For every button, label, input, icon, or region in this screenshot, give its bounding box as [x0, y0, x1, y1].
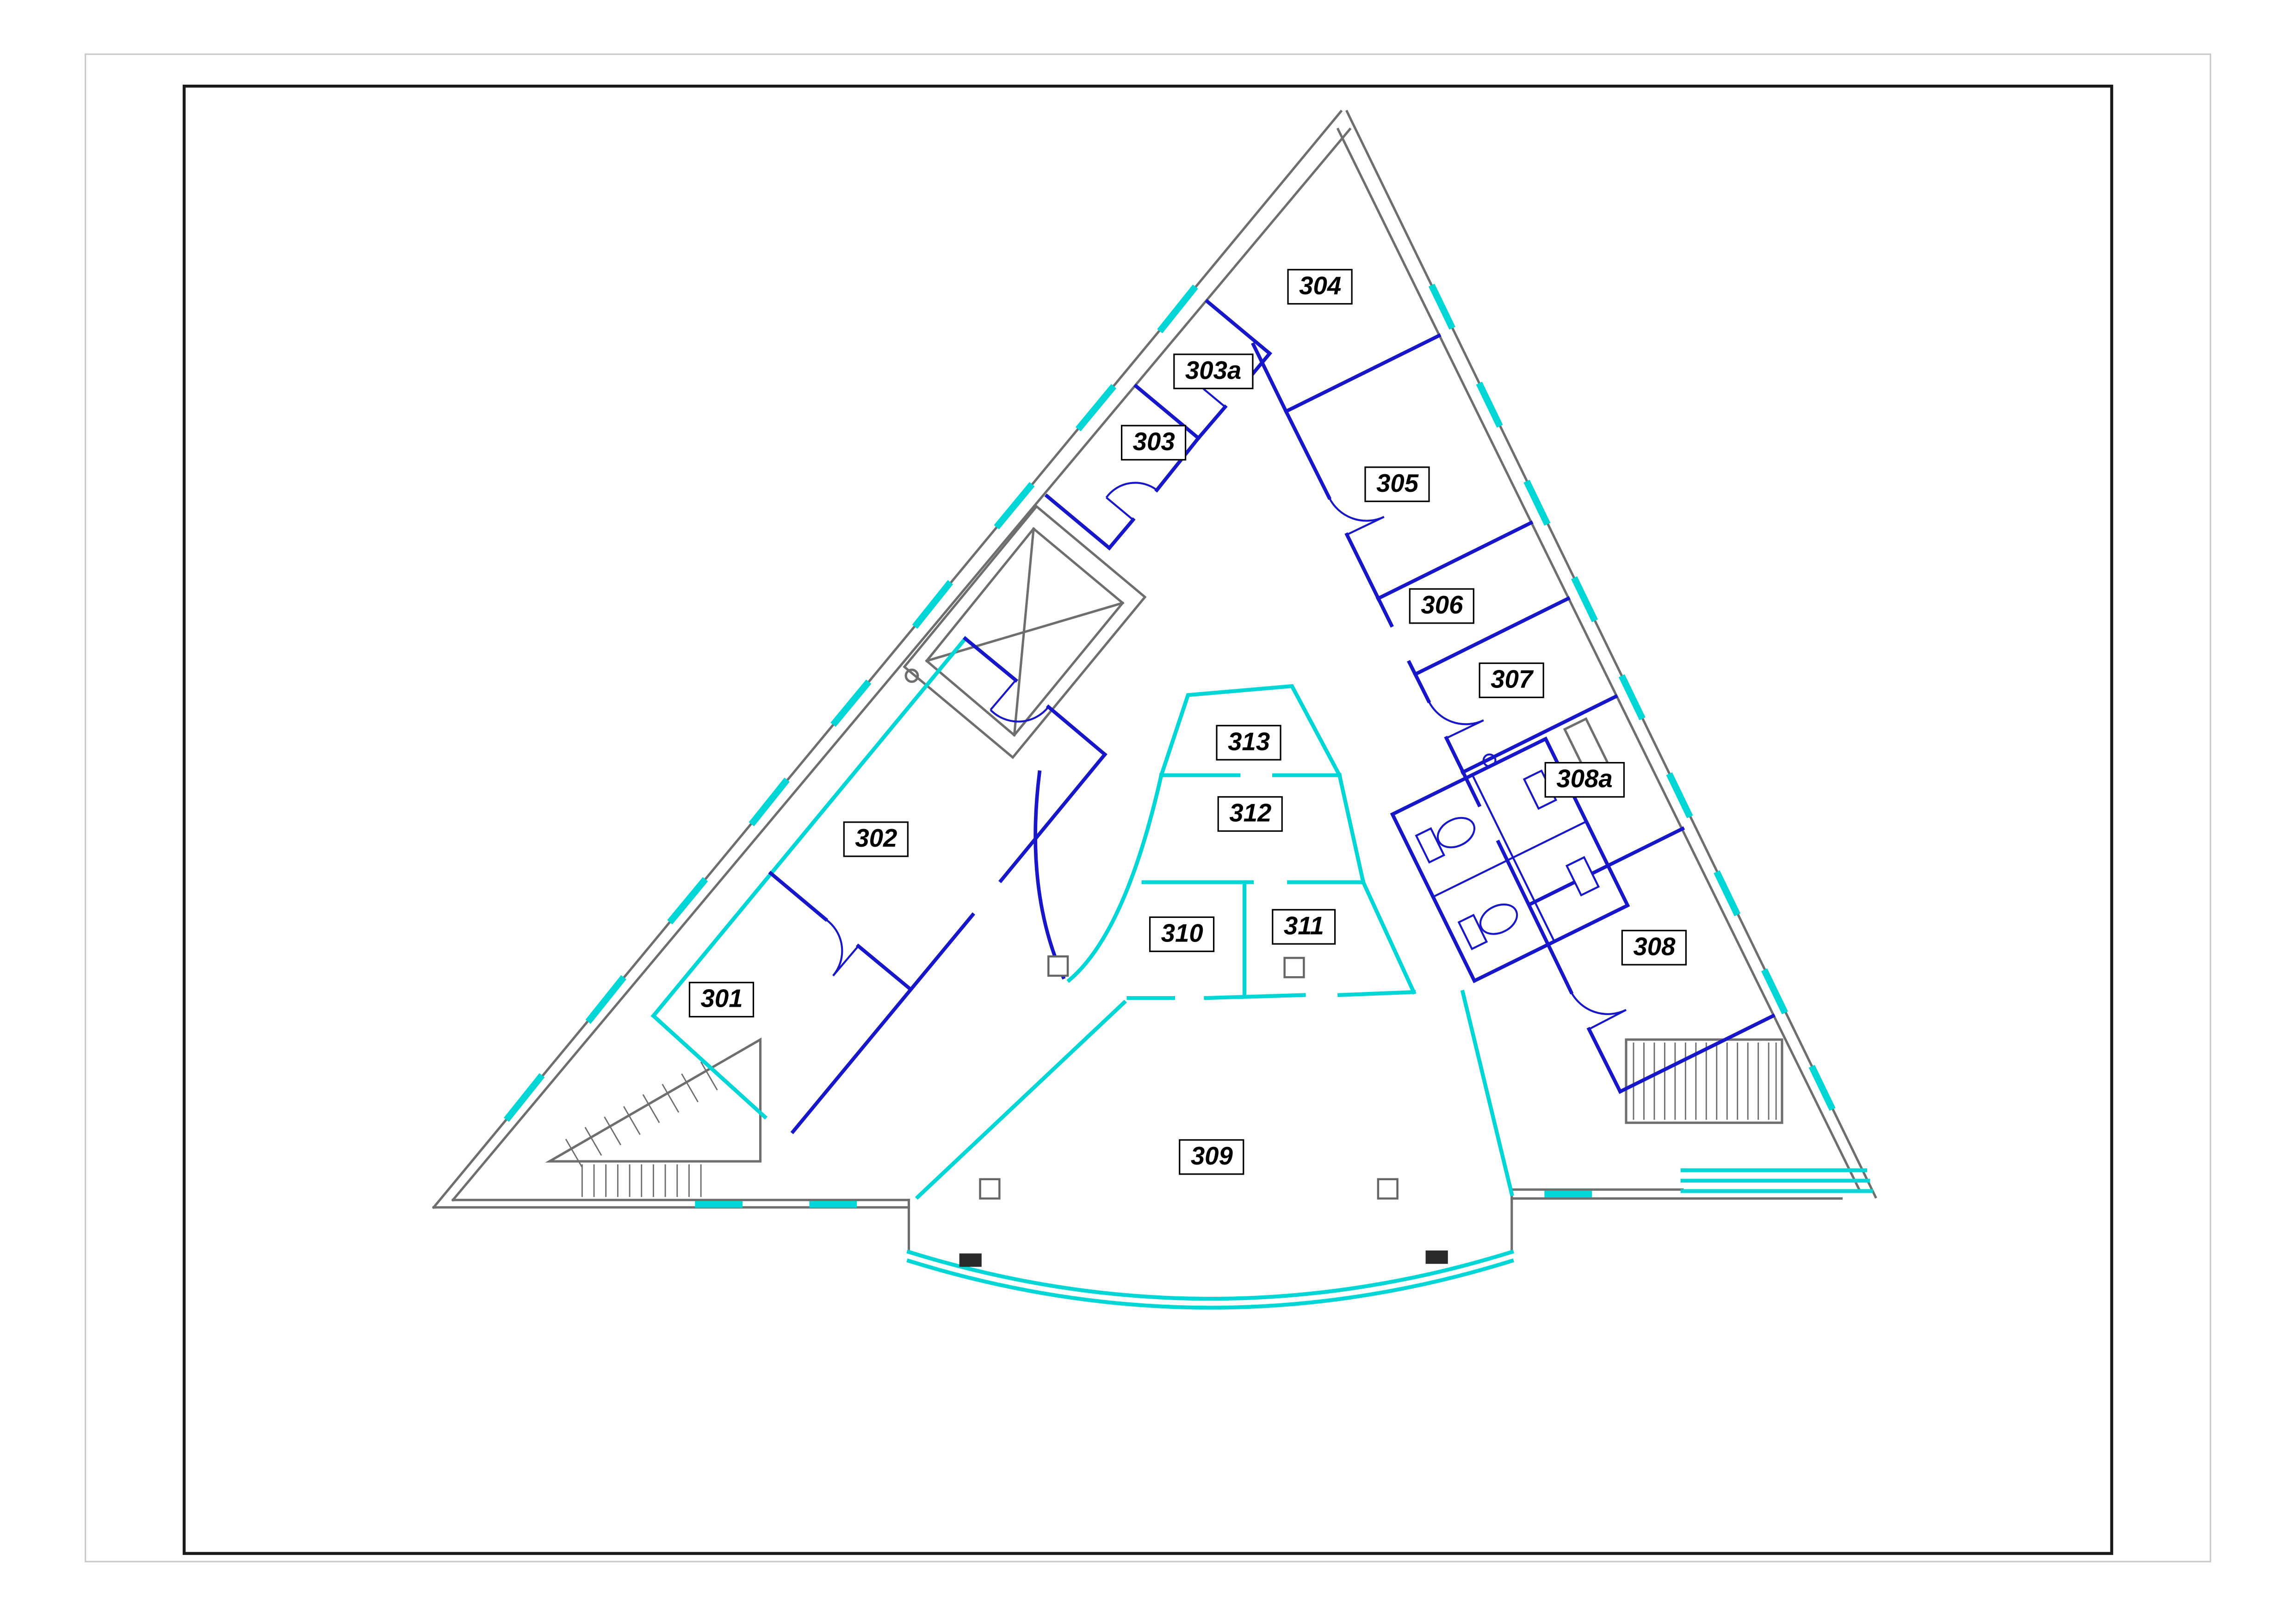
- room-label-310: 310: [1149, 916, 1215, 952]
- partition-walls-right-band: [1283, 333, 1776, 1094]
- room-label-302: 302: [843, 821, 910, 857]
- wc-fixtures-icon: [1390, 736, 1630, 984]
- outer-walls: [432, 110, 1877, 1253]
- room-label-303a: 303a: [1173, 353, 1253, 389]
- room-label-308a: 308a: [1544, 762, 1625, 798]
- room-label-304: 304: [1287, 269, 1353, 304]
- room-label-311: 311: [1272, 909, 1336, 945]
- room-label-309: 309: [1179, 1139, 1245, 1175]
- door-knob-symbol: [1482, 753, 1497, 768]
- elevator-shaft-icon: [903, 504, 1147, 759]
- sheet-inner-frame: [182, 84, 2113, 1555]
- entrance-arc: [906, 1168, 1873, 1310]
- room-label-307: 307: [1479, 662, 1545, 698]
- room-label-306: 306: [1409, 588, 1475, 624]
- staircase-right-icon: [1625, 1038, 1783, 1124]
- sheet-outer-border: [84, 53, 2211, 1562]
- room-label-303: 303: [1120, 425, 1187, 460]
- room-label-313: 313: [1216, 725, 1282, 761]
- left-wing-walls: [650, 636, 1108, 1134]
- room-label-305: 305: [1364, 466, 1430, 502]
- staircase-left-icon: [545, 1037, 762, 1197]
- partition-walls-top: [1044, 299, 1289, 551]
- glazed-partitions-center: [915, 684, 1514, 1200]
- room-label-301: 301: [688, 982, 755, 1017]
- window-glazing: [503, 284, 1836, 1208]
- columns: [979, 955, 1399, 1200]
- room-label-308: 308: [1621, 929, 1688, 966]
- room-label-312: 312: [1217, 796, 1284, 832]
